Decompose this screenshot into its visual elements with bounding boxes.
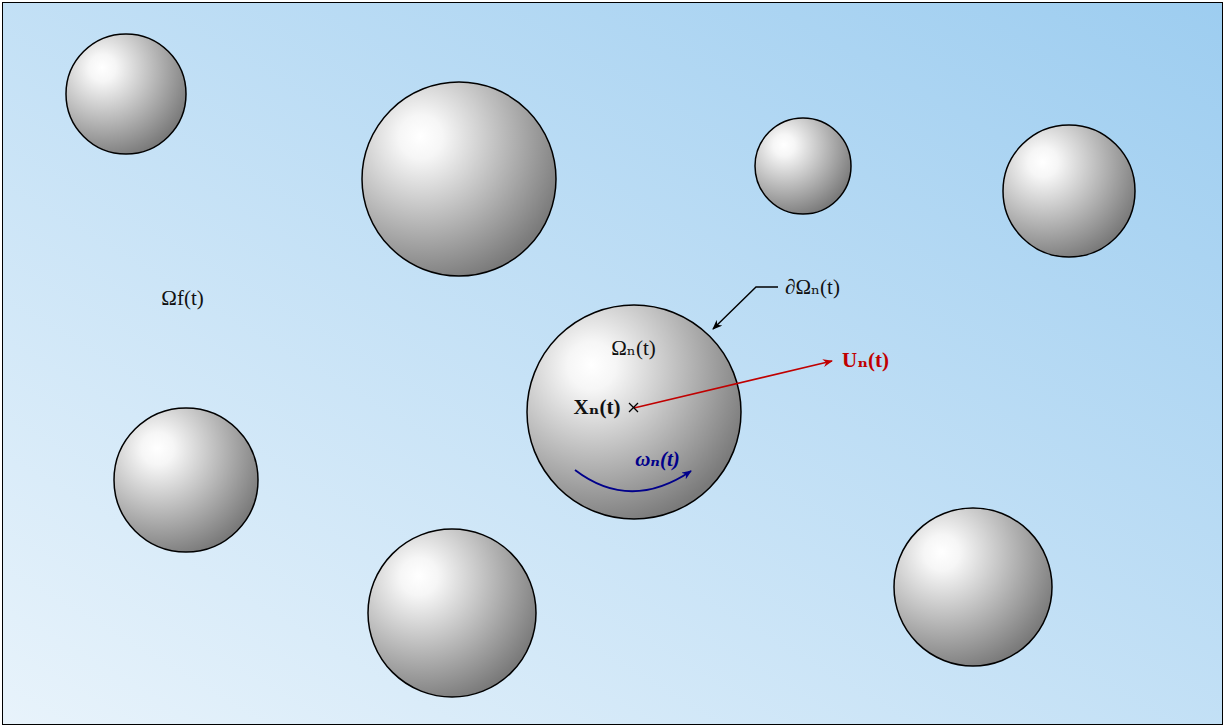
particle-shape xyxy=(527,305,741,519)
domain-label: Ωf(t) xyxy=(161,286,203,311)
particle xyxy=(368,529,536,697)
particle xyxy=(755,118,851,214)
boundary-label: ∂Ωₙ(t) xyxy=(785,275,840,300)
velocity-arrow xyxy=(634,361,832,408)
particle xyxy=(894,508,1052,666)
centre-mark xyxy=(629,403,638,412)
rotation-arrow xyxy=(575,470,691,491)
velocity-label: Uₙ(t) xyxy=(842,348,889,373)
particle xyxy=(362,82,556,276)
particle xyxy=(114,408,258,552)
particle-domain-label: Ωₙ(t) xyxy=(611,336,656,361)
particle-node: Ωₙ(t) Xₙ(t) ωₙ(t) xyxy=(527,305,741,519)
particle xyxy=(1003,125,1135,257)
rotation-label: ωₙ(t) xyxy=(635,447,680,472)
boundary-leader xyxy=(713,287,778,329)
position-label: Xₙ(t) xyxy=(573,395,620,420)
particle xyxy=(66,34,186,154)
